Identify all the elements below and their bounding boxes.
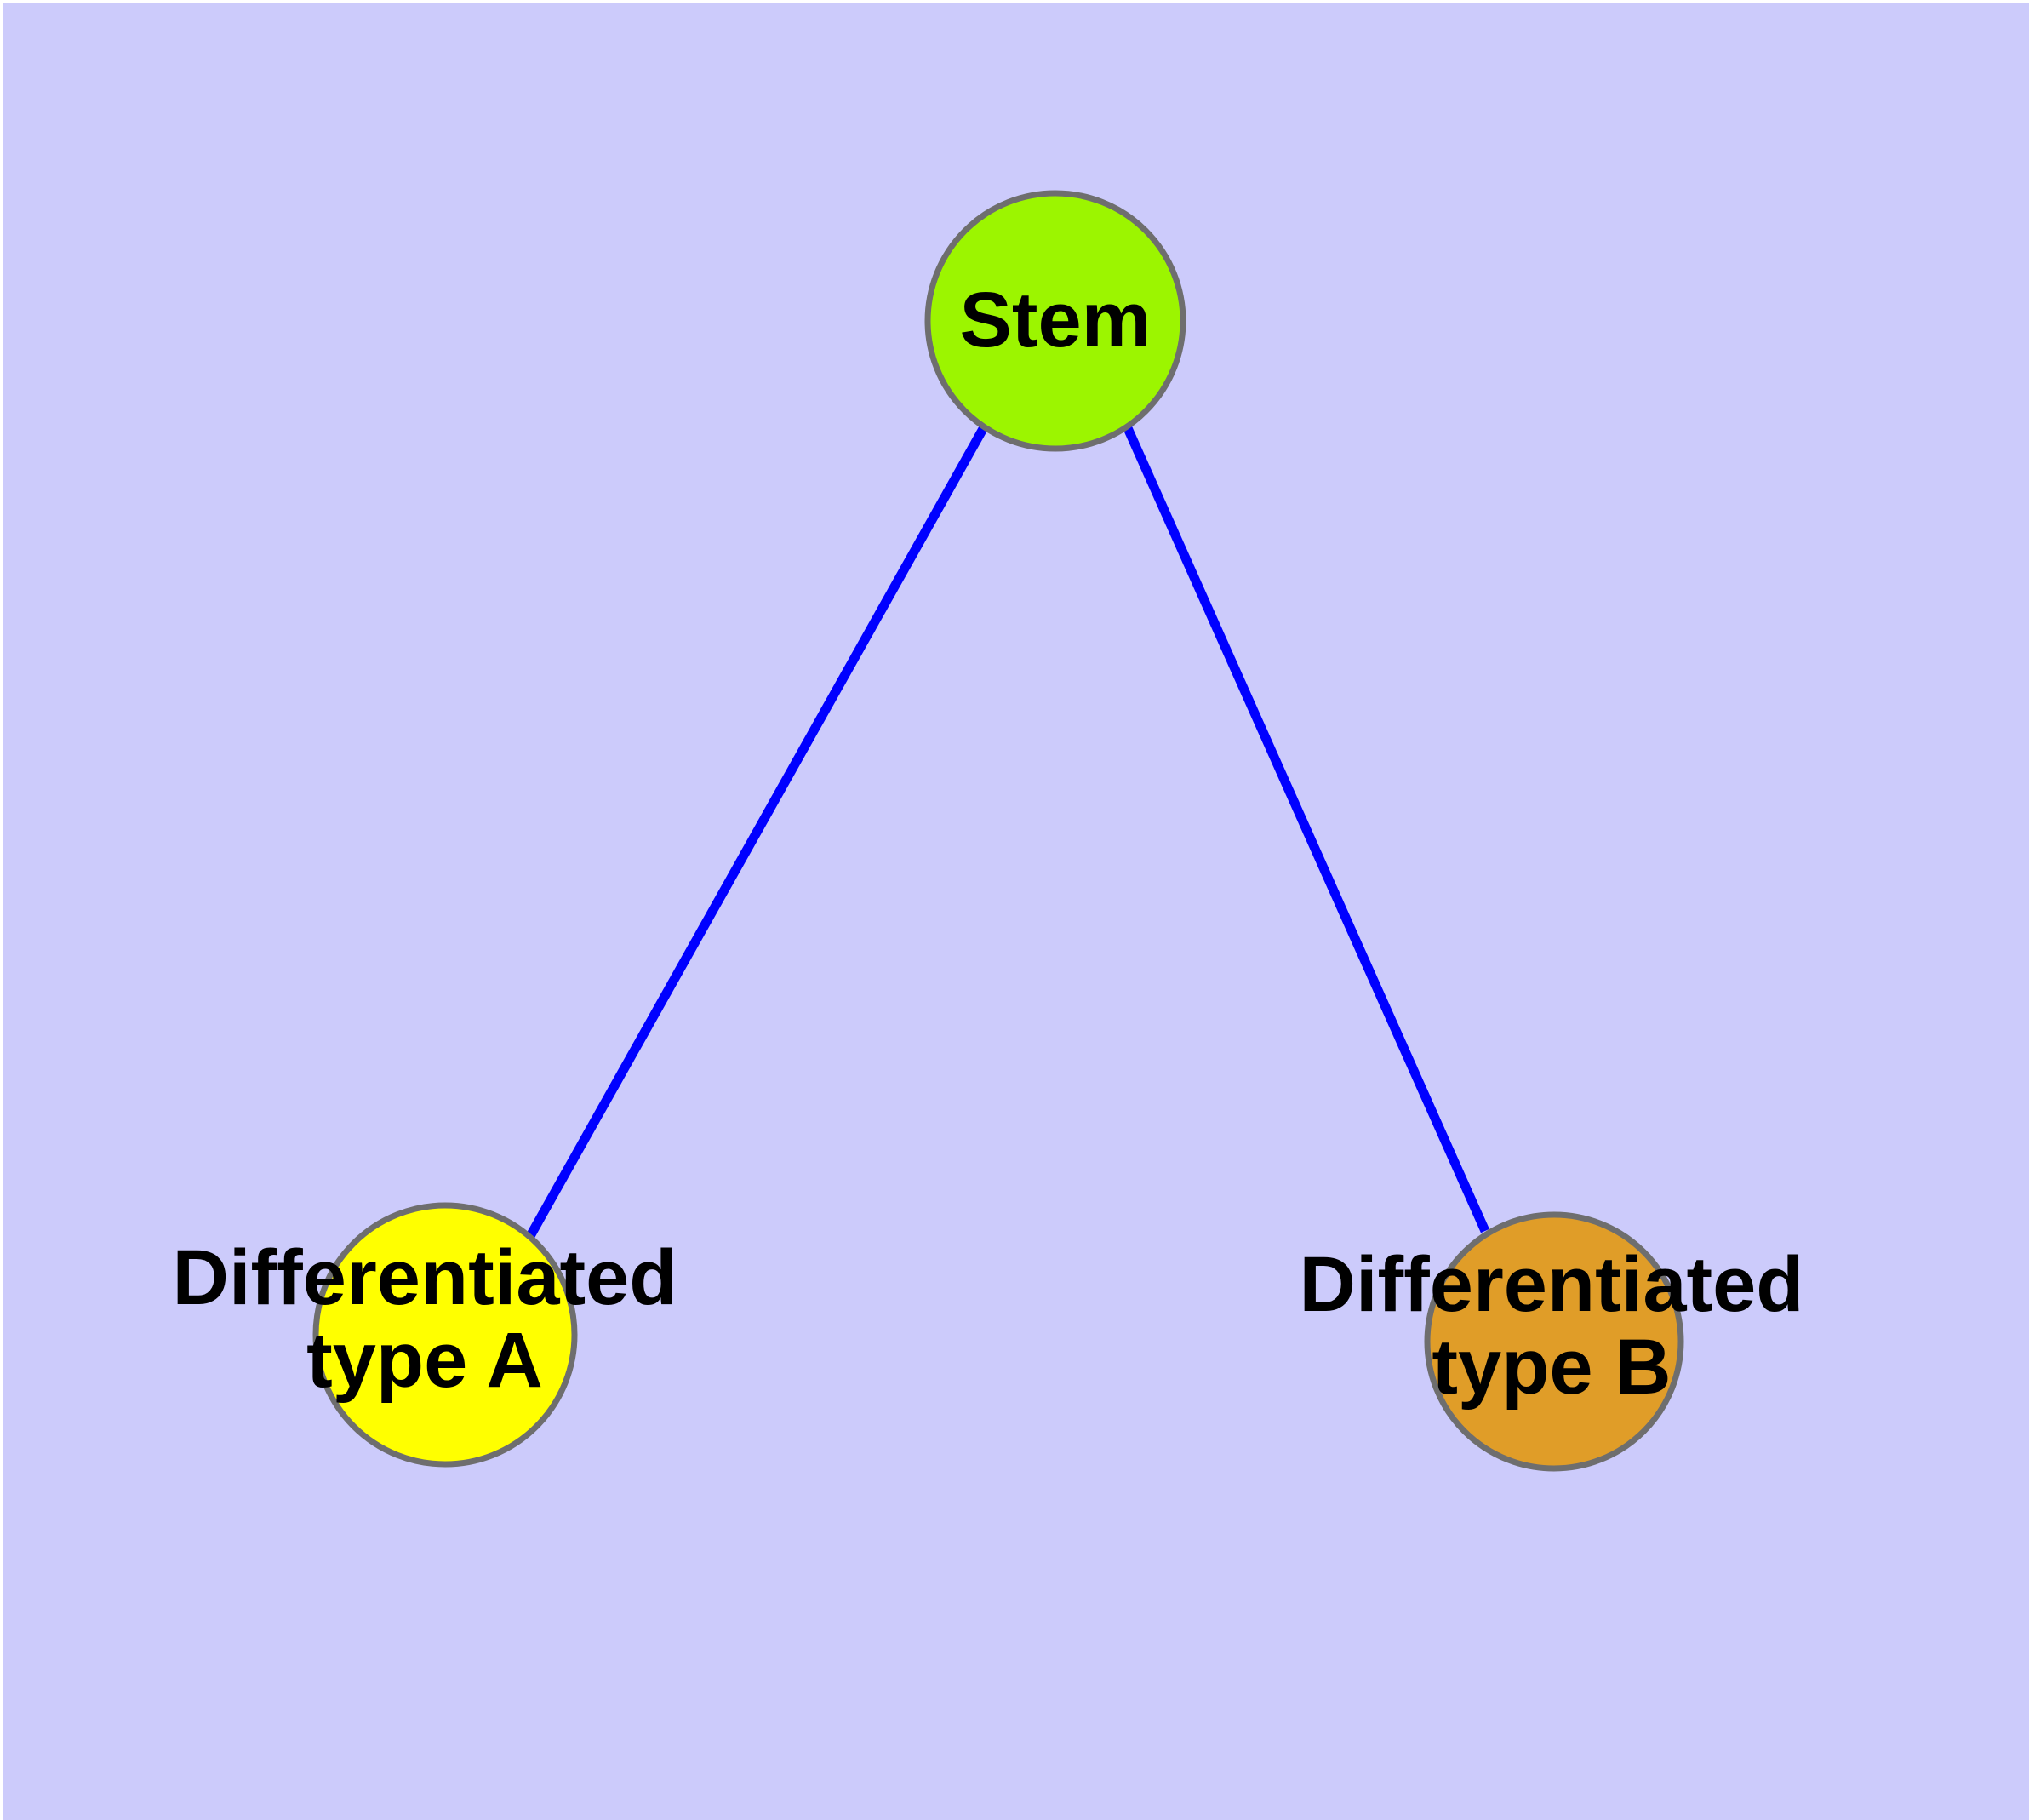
edge-layer bbox=[526, 425, 1490, 1239]
edge-stem-to-diff-b[interactable] bbox=[1123, 426, 1490, 1233]
edge-stem-to-diff-a[interactable] bbox=[526, 425, 988, 1239]
graph-svg bbox=[312, 190, 1684, 1472]
node-diff-a-circle[interactable] bbox=[312, 1202, 578, 1468]
node-stem-circle[interactable] bbox=[924, 190, 1186, 452]
node-diff-b-circle[interactable] bbox=[1424, 1211, 1684, 1472]
node-layer bbox=[312, 190, 1684, 1472]
